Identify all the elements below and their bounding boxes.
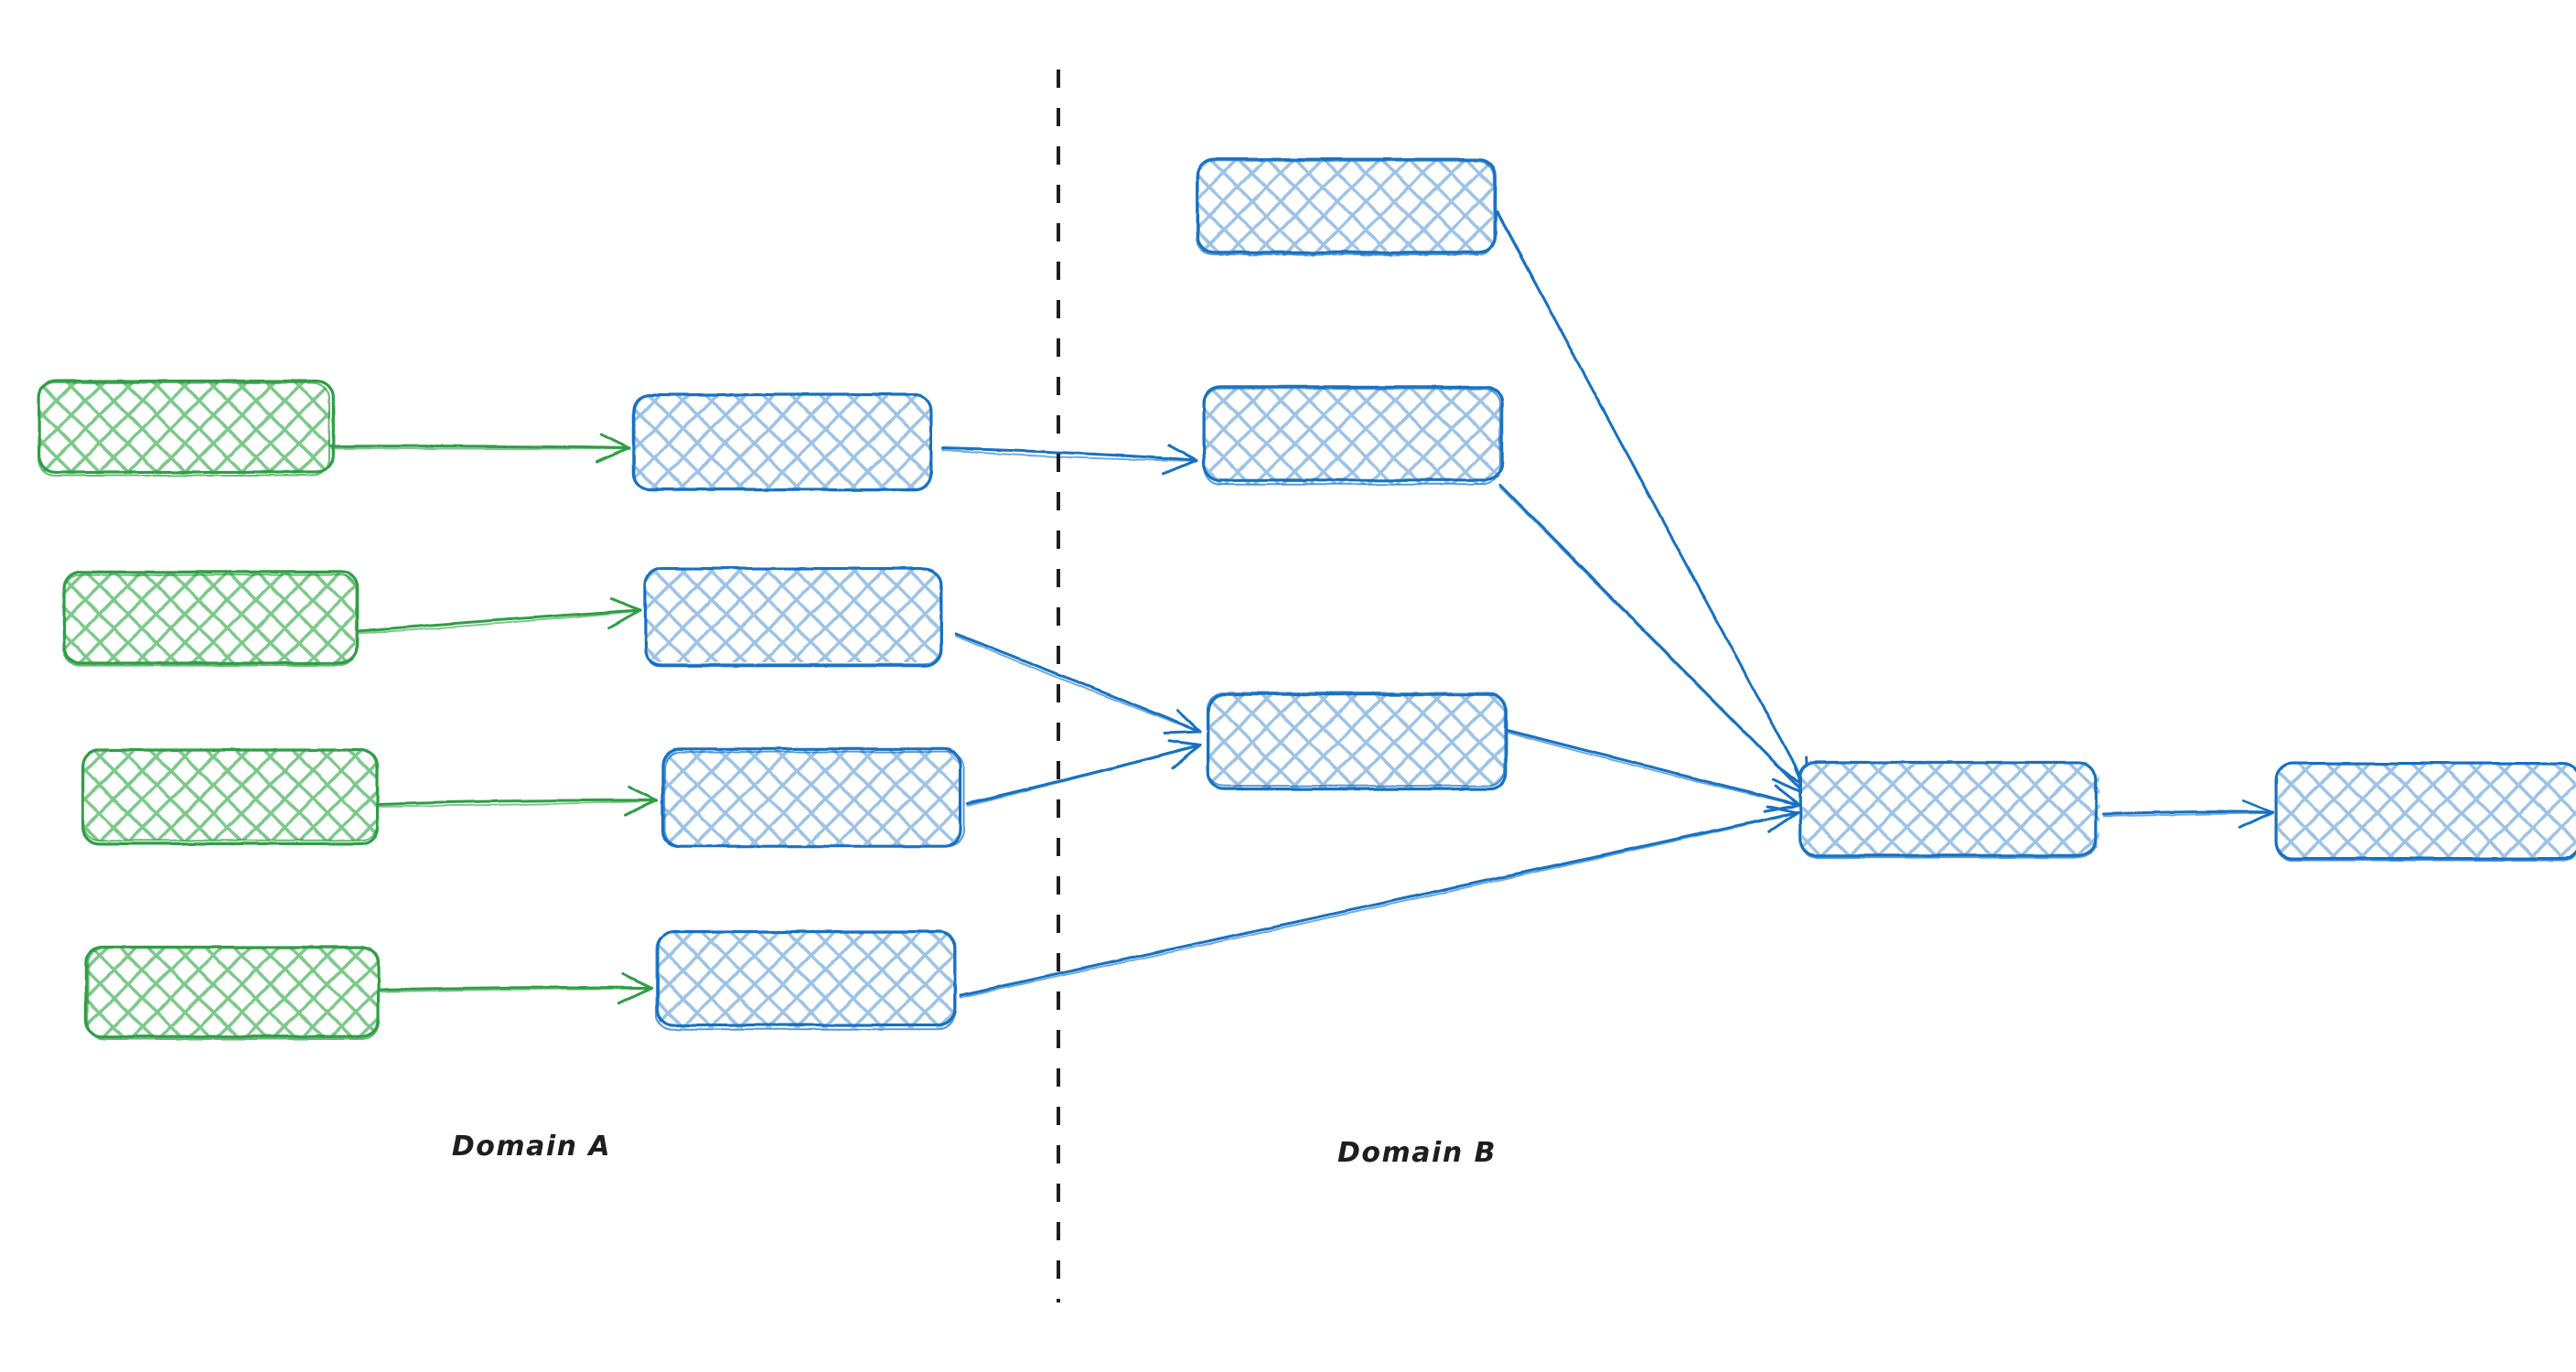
edge-shaft	[329, 445, 631, 450]
node-c3[interactable]	[1206, 691, 1508, 791]
edge-arrowhead	[1774, 784, 1802, 807]
edge-shaft	[355, 608, 642, 633]
node-a1[interactable]	[37, 380, 335, 477]
edge-shaft	[955, 635, 1201, 734]
edge-arrowhead	[627, 785, 659, 802]
node-outline	[2275, 763, 2576, 862]
node-fill	[2278, 764, 2576, 859]
node-b2[interactable]	[643, 566, 943, 668]
edge-arrowhead	[1163, 730, 1202, 734]
node-c1[interactable]	[1195, 157, 1497, 256]
node-fill	[646, 567, 943, 662]
node-fill	[1208, 692, 1505, 788]
edge-arrowhead	[1167, 739, 1202, 747]
node-outline	[87, 947, 380, 1041]
edge-shaft	[966, 744, 1202, 805]
node-b1[interactable]	[632, 392, 933, 491]
node-a3[interactable]	[81, 748, 380, 846]
node-b4[interactable]	[655, 929, 957, 1031]
edge-shaft	[378, 799, 658, 808]
node-outline	[82, 748, 379, 841]
node-a4[interactable]	[84, 945, 381, 1041]
edge-shaft	[1504, 728, 1802, 807]
edge-shaft	[380, 987, 652, 993]
node-outline	[37, 381, 330, 477]
edges-layer	[329, 210, 2274, 1005]
edge-shaft	[940, 446, 1198, 462]
edge-shaft	[967, 745, 1201, 807]
edge-shaft	[941, 449, 1197, 462]
node-fill	[1802, 761, 2099, 856]
edge-arrowhead	[2242, 799, 2274, 814]
edge-arrowhead	[607, 608, 642, 629]
edge-arrowhead	[1766, 805, 1800, 814]
node-fill	[84, 749, 377, 841]
edge-arrowhead	[1171, 744, 1202, 770]
node-outline	[655, 931, 956, 1031]
edge-a1-b1	[329, 433, 631, 464]
edge-shaft	[379, 985, 653, 991]
edge-arrowhead	[1767, 810, 1800, 834]
node-a2[interactable]	[62, 570, 360, 667]
node-fill	[657, 933, 954, 1028]
domain-b-label: Domain B	[1337, 1137, 1497, 1169]
edge-shaft	[1499, 486, 1807, 796]
edge-shaft	[2102, 809, 2274, 816]
edge-arrowhead	[622, 972, 653, 990]
node-outline	[1206, 691, 1506, 788]
edge-b3-c3	[966, 739, 1202, 807]
node-fill	[38, 382, 330, 474]
edge-arrowhead	[599, 433, 631, 450]
node-outline	[643, 567, 942, 666]
edge-shaft	[2103, 811, 2273, 818]
node-fill	[62, 573, 355, 665]
edge-arrowhead	[1162, 458, 1198, 476]
edge-a3-b3	[377, 785, 659, 817]
node-outline	[663, 751, 966, 847]
edge-shaft	[377, 799, 659, 806]
edge-shaft	[954, 632, 1202, 734]
node-e1[interactable]	[2274, 761, 2576, 862]
edge-a2-b2	[355, 597, 642, 635]
node-outline	[1798, 762, 2098, 859]
edge-arrowhead	[622, 799, 659, 817]
node-outline	[634, 394, 933, 491]
node-outline	[1196, 157, 1497, 254]
node-fill	[1206, 389, 1503, 484]
edge-a4-b4	[379, 972, 653, 1005]
edge-arrowhead	[617, 986, 653, 1005]
node-c2[interactable]	[1202, 385, 1504, 486]
edge-c1-d1	[1496, 210, 1809, 790]
node-outline	[62, 573, 358, 667]
edge-c2-d1	[1498, 483, 1808, 796]
nodes-layer	[37, 157, 2576, 1041]
edge-shaft	[959, 810, 1800, 997]
node-fill	[663, 750, 961, 845]
edge-d1-e1	[2102, 799, 2274, 830]
edge-shaft	[960, 811, 1799, 999]
edge-arrowhead	[609, 597, 642, 612]
node-fill	[633, 393, 930, 488]
edge-b2-c3	[954, 632, 1202, 734]
node-d1[interactable]	[1798, 760, 2099, 859]
edge-arrowhead	[1167, 444, 1198, 462]
edge-arrowhead	[1175, 709, 1202, 734]
edge-arrowhead	[2238, 810, 2274, 830]
edge-arrowhead	[595, 446, 631, 464]
node-b3[interactable]	[660, 747, 966, 848]
node-fill	[1198, 161, 1496, 256]
node-outline	[1195, 159, 1496, 256]
edge-b1-c2	[940, 444, 1198, 476]
edge-shaft	[356, 609, 641, 635]
edge-shaft	[1505, 731, 1801, 807]
node-outline	[1203, 387, 1501, 486]
edge-shaft	[1497, 213, 1809, 790]
domain-a-label: Domain A	[452, 1131, 611, 1163]
edge-b4-d1	[959, 805, 1800, 999]
node-fill	[86, 947, 379, 1038]
